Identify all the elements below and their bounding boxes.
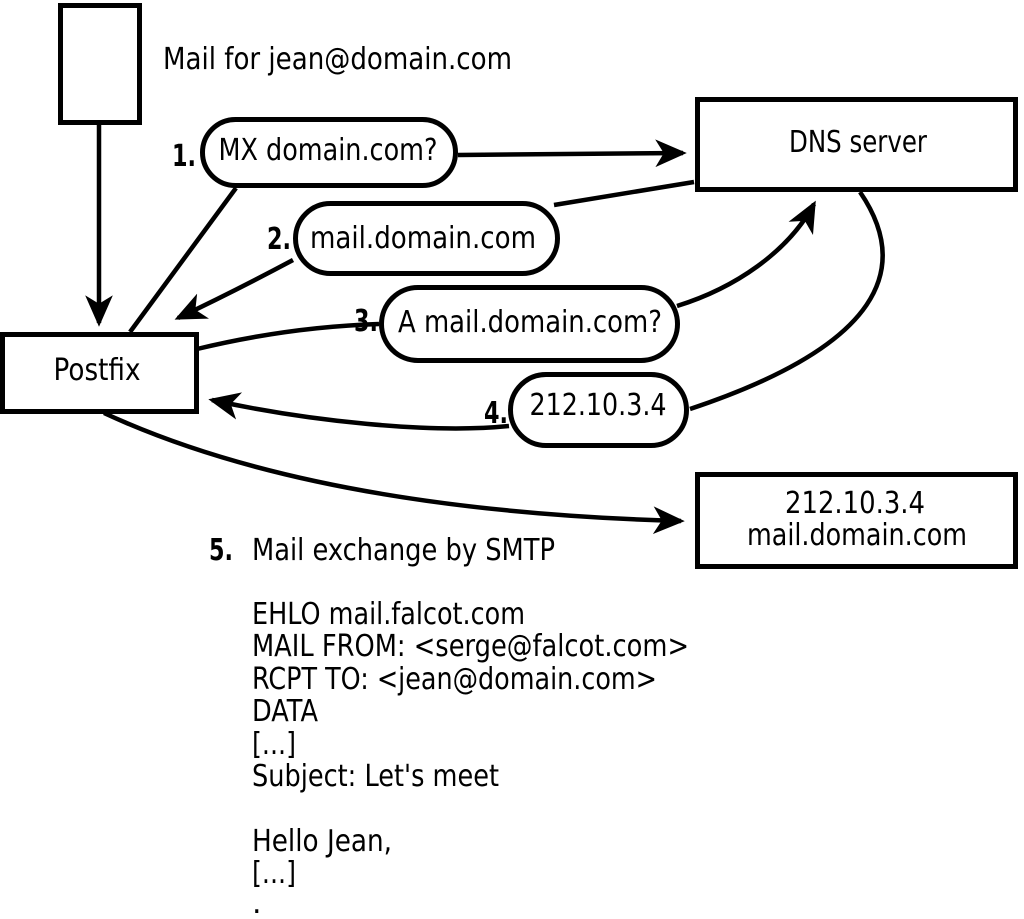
smtp-line: . bbox=[252, 886, 262, 919]
mail-server-ip: 212.10.3.4 bbox=[785, 486, 925, 521]
query3-bubble bbox=[379, 285, 680, 363]
smtp-line: [...] bbox=[252, 727, 296, 762]
smtp-line: RCPT TO: <jean@domain.com> bbox=[252, 662, 657, 697]
step5-number: 5. bbox=[209, 533, 233, 568]
step5-label: Mail exchange by SMTP bbox=[252, 533, 555, 568]
smtp-line: Hello Jean, bbox=[252, 824, 392, 859]
mail-message-box bbox=[58, 3, 142, 125]
mail-server-hostname: mail.domain.com bbox=[747, 518, 967, 553]
line-postfix-to-query1 bbox=[128, 186, 238, 334]
mail-server-box bbox=[695, 472, 1018, 569]
step2-number: 2. bbox=[267, 222, 291, 257]
query1-bubble bbox=[200, 117, 458, 188]
smtp-line: Subject: Let's meet bbox=[252, 759, 499, 794]
query1-label: MX domain.com? bbox=[219, 133, 438, 168]
line-dns-to-answer2 bbox=[553, 179, 695, 208]
line-postfix-to-query3 bbox=[196, 321, 380, 352]
answer2-bubble bbox=[293, 201, 560, 276]
arrow-query1-to-dns bbox=[457, 139, 687, 168]
postfix-label: Postfix bbox=[54, 353, 141, 388]
step1-number: 1. bbox=[172, 139, 196, 174]
smtp-line: DATA bbox=[252, 694, 318, 729]
smtp-session-transcript: EHLO mail.falcot.com MAIL FROM: <serge@f… bbox=[252, 597, 689, 919]
answer4-bubble bbox=[508, 372, 689, 448]
arrow-postfix-to-mailserver bbox=[103, 410, 685, 535]
postfix-box bbox=[0, 332, 199, 414]
arrow-query3-to-dns bbox=[676, 200, 816, 309]
answer4-label: 212.10.3.4 bbox=[530, 388, 667, 423]
query3-label: A mail.domain.com? bbox=[398, 305, 662, 340]
line-dns-to-answer4 bbox=[689, 190, 885, 412]
smtp-line: EHLO mail.falcot.com bbox=[252, 597, 525, 632]
smtp-line: [...] bbox=[252, 856, 296, 891]
answer2-label: mail.domain.com bbox=[310, 221, 536, 256]
dns-server-box bbox=[695, 97, 1018, 192]
dns-server-label: DNS server bbox=[789, 125, 928, 160]
step3-number: 3. bbox=[354, 304, 378, 339]
arrow-answer2-to-postfix bbox=[174, 258, 295, 321]
arrow-answer4-to-postfix bbox=[208, 392, 510, 431]
mail-message-label: Mail for jean@domain.com bbox=[163, 42, 512, 77]
smtp-line: MAIL FROM: <serge@falcot.com> bbox=[252, 629, 689, 664]
step4-number: 4. bbox=[484, 396, 508, 431]
